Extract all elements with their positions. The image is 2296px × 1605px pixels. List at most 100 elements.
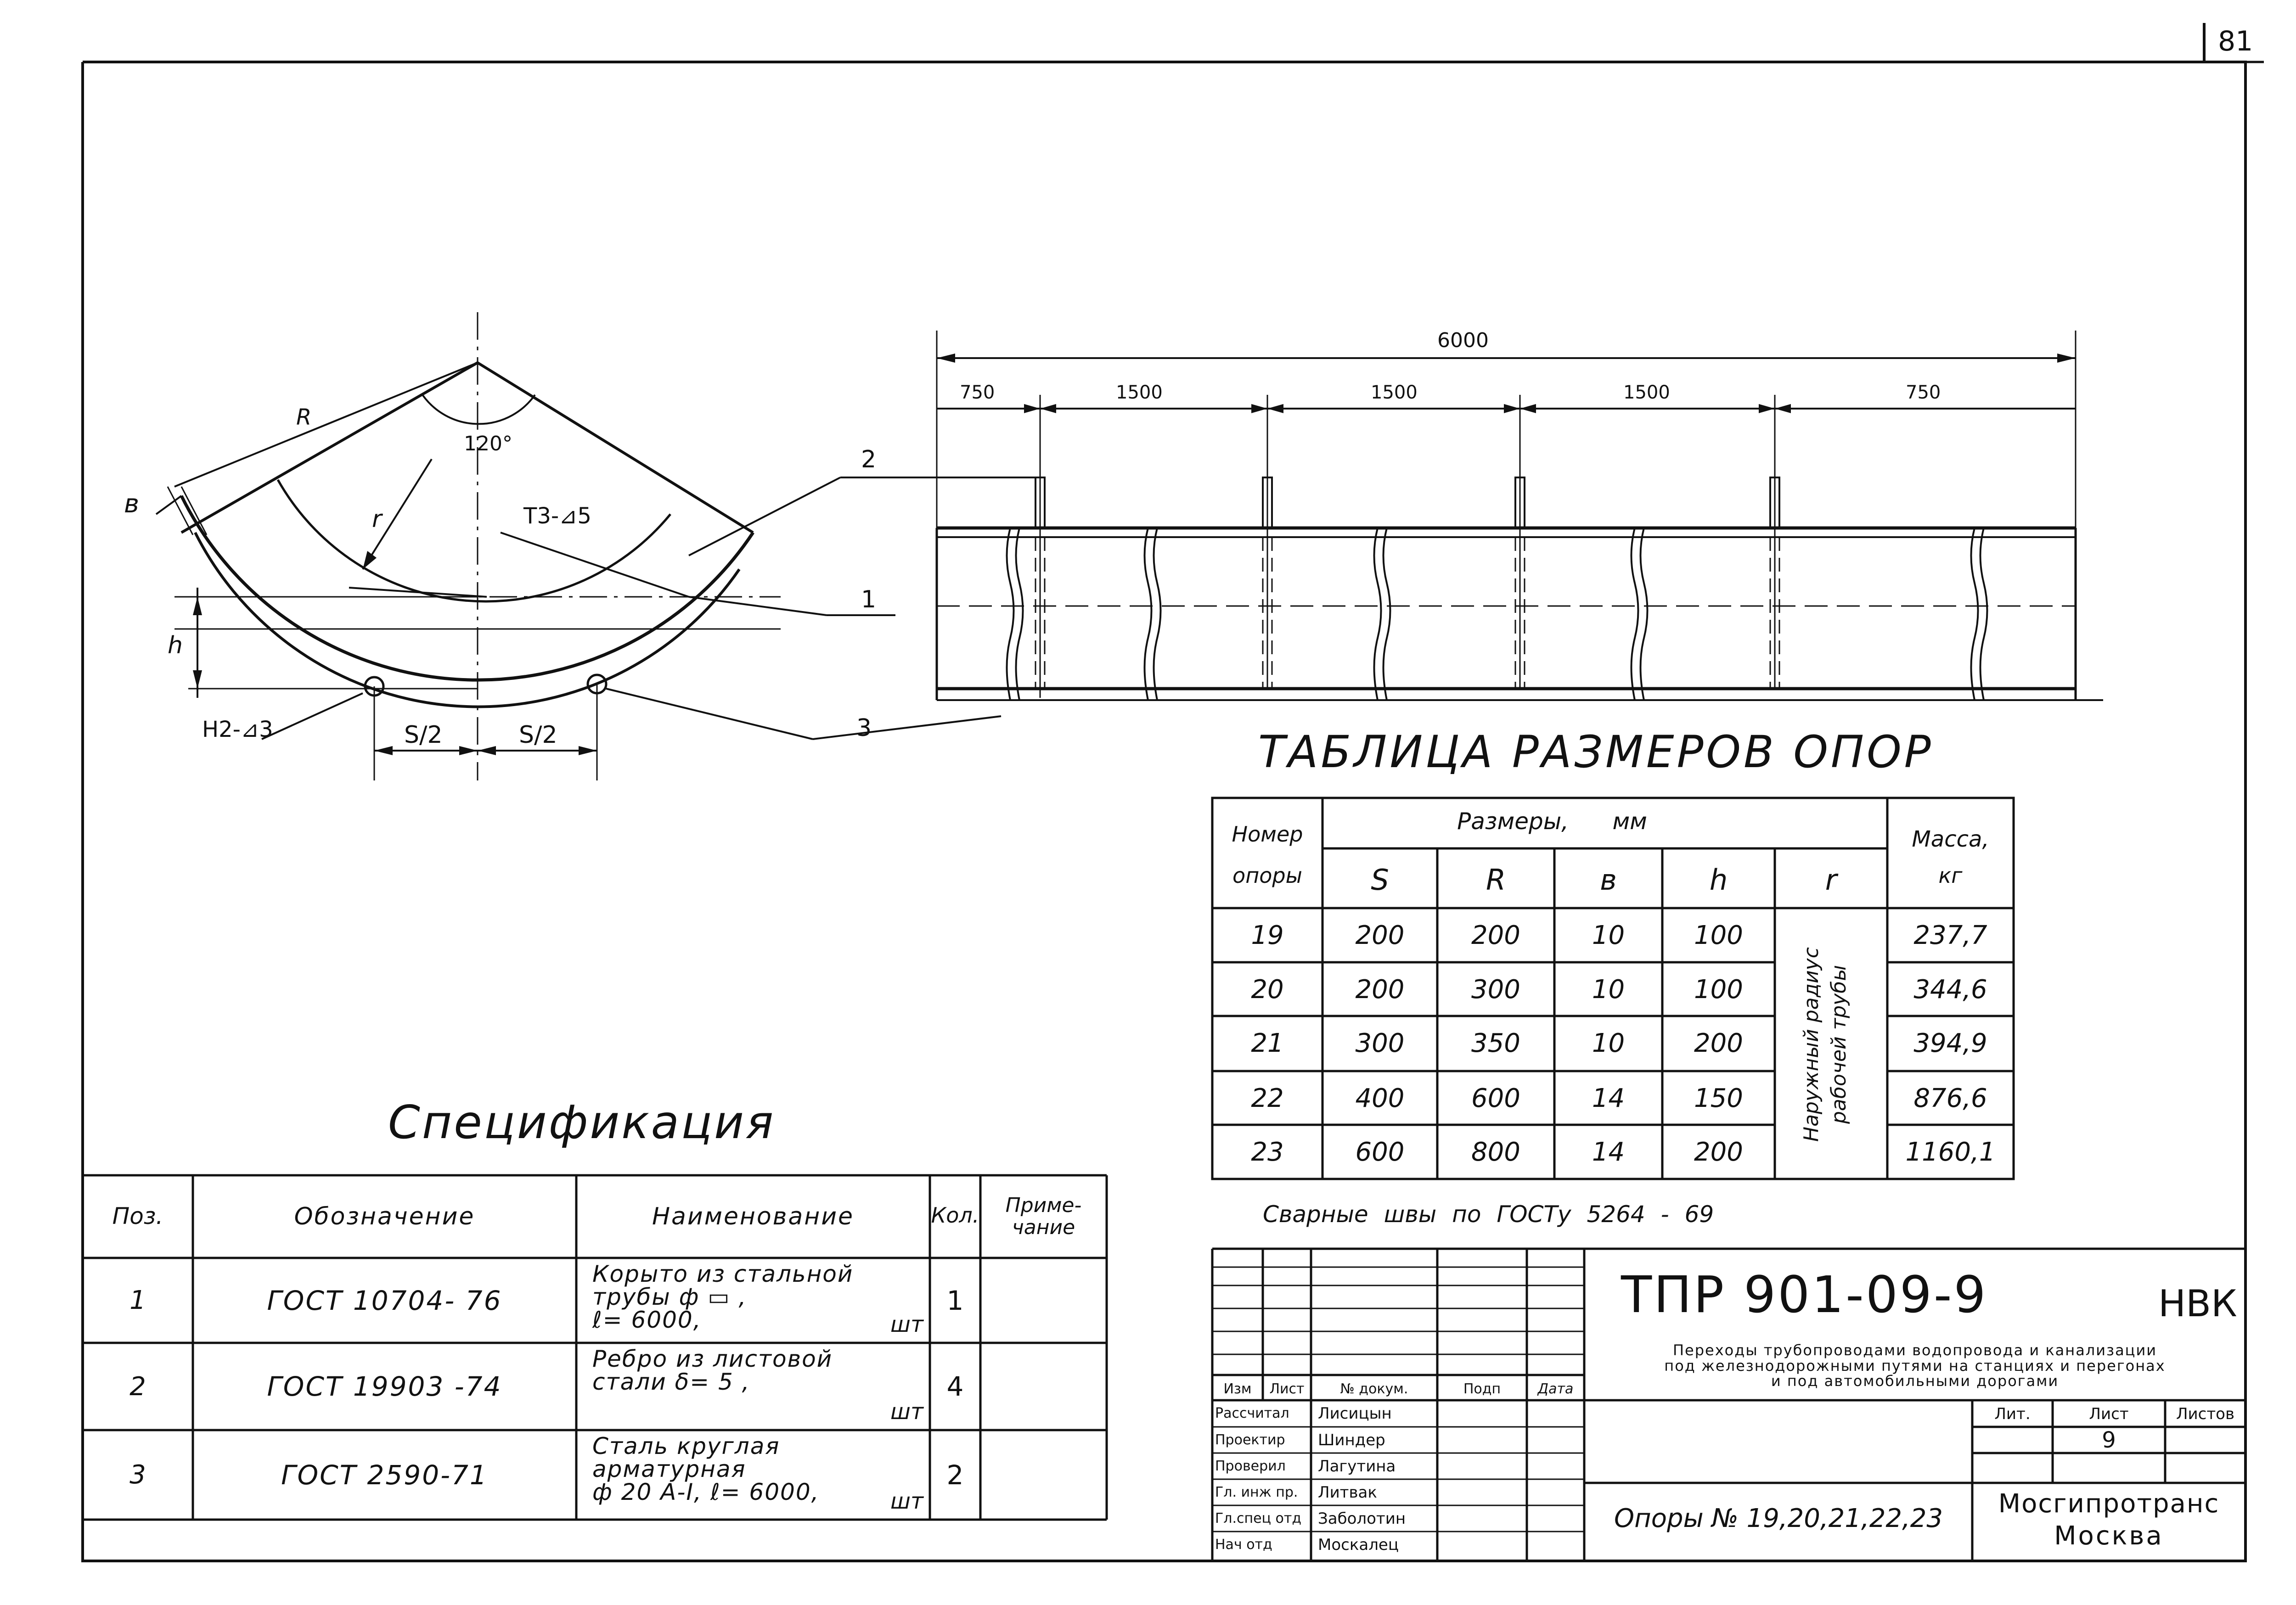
stage-lit: Лит. (1994, 1405, 2031, 1423)
tb-name: Лагутина (1318, 1457, 1396, 1476)
spec-name-line: ф 20 А-I, ℓ= 6000, (592, 1479, 820, 1505)
spec-name-line: арматурная (592, 1456, 746, 1482)
drawing-mark: НВК (2158, 1282, 2237, 1325)
dim-cell-h: 150 (1694, 1083, 1743, 1113)
drawing-code: ТПР 901-09-9 (1621, 1265, 1988, 1324)
tb-name: Лисицын (1318, 1404, 1392, 1423)
spec-qty: 2 (946, 1459, 964, 1491)
spec-name-line: Ребро из листовой (592, 1346, 833, 1372)
tb-name: Литвак (1318, 1483, 1377, 1502)
description-line-2: под железнодорожными путями на станциях … (1664, 1357, 2166, 1375)
col-number-line2: опоры (1232, 863, 1302, 888)
spec-pos: 1 (129, 1285, 146, 1315)
dim-cell-h: 200 (1694, 1028, 1743, 1058)
dim-cell-mass: 394,9 (1913, 1028, 1987, 1058)
dim-cell-mass: 876,6 (1913, 1083, 1987, 1113)
dim-cell-R: 800 (1471, 1137, 1520, 1167)
label-r: r (372, 505, 382, 533)
sub-header-h: h (1709, 863, 1728, 897)
spec-header-note: Приме- чание (1005, 1193, 1082, 1239)
dim-total: 6000 (1437, 329, 1489, 352)
label-R: R (296, 404, 312, 430)
dim-cell-S: 400 (1355, 1083, 1405, 1113)
drawing-description: Переходы трубопроводами водопровода и ка… (1587, 1341, 2243, 1390)
spec-header-designation: Обозначение (294, 1203, 475, 1230)
description-line-3: и под автомобильными дорогами (1771, 1372, 2059, 1390)
description-line-1: Переходы трубопроводами водопровода и ка… (1672, 1341, 2157, 1359)
dim-cell-S: 300 (1355, 1028, 1405, 1058)
dim-cell-S: 600 (1355, 1137, 1405, 1167)
dim-cell-h: 100 (1694, 974, 1743, 1005)
sub-header-R: R (1486, 863, 1506, 897)
spec-unit: шт (890, 1399, 923, 1425)
dim-cell-R: 300 (1471, 974, 1520, 1005)
welds-note: Сварные швы по ГОСТу 5264 - 69 (1263, 1201, 1714, 1228)
spec-header-qty: Кол. (931, 1203, 979, 1228)
spec-header-name: Наименование (652, 1203, 855, 1230)
col-number-line1: Номер (1232, 822, 1303, 847)
spec-pos: 3 (129, 1460, 146, 1490)
spec-qty: 1 (946, 1285, 964, 1316)
spec-name-line: Корыто из стальной (592, 1261, 854, 1287)
tb-col-doc: № докум. (1340, 1381, 1408, 1397)
tb-role: Рассчитал (1215, 1405, 1289, 1421)
spec-name-line: Сталь круглая (592, 1433, 780, 1459)
dim-cell-R: 600 (1471, 1083, 1520, 1113)
tb-role: Проверил (1215, 1458, 1286, 1474)
dim-cell-mass: 1160,1 (1905, 1137, 1996, 1167)
tb-role: Гл.спец отд (1215, 1510, 1302, 1526)
dim-cell-mass: 237,7 (1913, 920, 1987, 950)
stage-listov: Листов (2176, 1405, 2234, 1423)
tb-col-sign: Подп (1463, 1381, 1501, 1397)
spec-unit: шт (890, 1488, 923, 1514)
dim-cell-R: 200 (1471, 920, 1520, 950)
dim-cell-b: 14 (1592, 1137, 1625, 1167)
spec-unit: шт (890, 1312, 923, 1337)
dim-cell-R: 350 (1471, 1028, 1520, 1058)
tb-name: Москалец (1318, 1535, 1399, 1554)
dim-seg-3: 1500 (1371, 382, 1418, 403)
spec-qty: 4 (946, 1371, 964, 1402)
dim-cell-b: 10 (1592, 920, 1625, 950)
dim-cell-num: 19 (1251, 920, 1284, 950)
dim-seg-4: 1500 (1623, 382, 1670, 403)
weld-bottom: Н2-⊿3 (202, 717, 273, 742)
dim-seg-1: 750 (960, 382, 995, 403)
dim-cell-num: 21 (1251, 1028, 1284, 1058)
dim-cell-b: 10 (1592, 974, 1625, 1005)
dim-seg-5: 750 (1906, 382, 1941, 403)
dim-cell-num: 20 (1251, 974, 1284, 1005)
tb-col-izm: Изм (1223, 1381, 1252, 1397)
tb-name: Шиндер (1318, 1431, 1385, 1449)
half-s-right: S/2 (519, 721, 557, 749)
dim-cell-mass: 344,6 (1913, 974, 1987, 1005)
dim-cell-h: 200 (1694, 1137, 1743, 1167)
dim-cell-num: 23 (1251, 1137, 1284, 1167)
tb-col-list: Лист (1269, 1381, 1305, 1397)
specification-title: Спецификация (388, 1095, 776, 1149)
tb-role: Гл. инж пр. (1215, 1484, 1298, 1500)
spec-name-line: стали δ= 5 , (592, 1369, 750, 1395)
sub-header-S: S (1371, 863, 1389, 897)
spec-name-line: ℓ= 6000, (592, 1307, 702, 1333)
label-b: в (124, 489, 140, 519)
dim-cell-b: 10 (1592, 1028, 1625, 1058)
r-note: Наружный радиус рабочей трубы (1800, 947, 1851, 1142)
sub-header-r: r (1825, 863, 1837, 897)
sub-header-b: в (1600, 863, 1617, 897)
weld-top: Т3-⊿5 (523, 503, 591, 529)
angle-label: 120° (464, 432, 512, 455)
org-city: Москва (2054, 1521, 2164, 1551)
tb-name: Заболотин (1318, 1509, 1406, 1528)
callout-2: 2 (861, 446, 877, 473)
col-mass-line1: Масса, (1912, 826, 1989, 852)
tb-role: Проектир (1215, 1432, 1285, 1448)
dim-cell-S: 200 (1355, 974, 1405, 1005)
dim-cell-b: 14 (1592, 1083, 1625, 1113)
spec-designation: ГОСТ 19903 -74 (267, 1371, 502, 1402)
spec-header-pos: Поз. (112, 1203, 163, 1229)
half-s-left: S/2 (404, 721, 443, 749)
org-name: Мосгипротранс (1998, 1488, 2220, 1519)
